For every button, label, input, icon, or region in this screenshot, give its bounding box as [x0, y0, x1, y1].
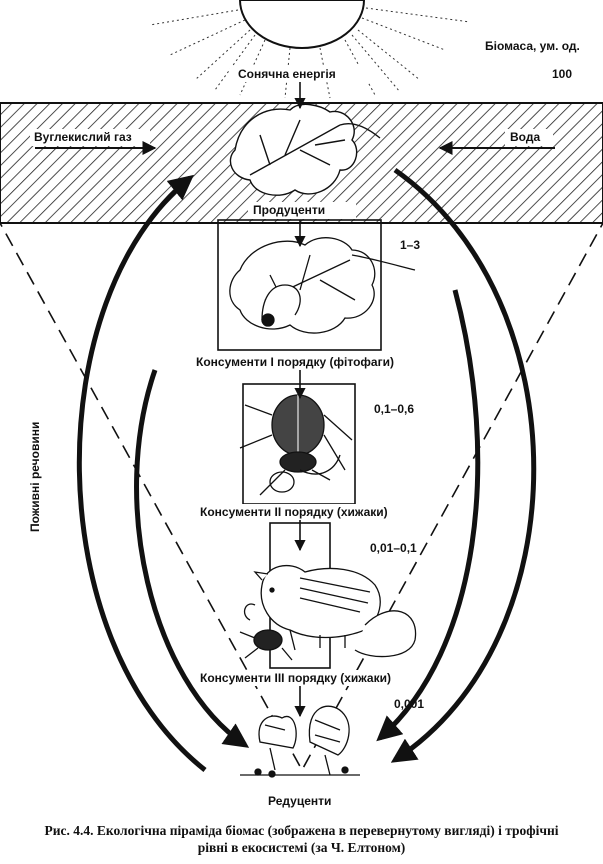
co2-label: Вуглекислий газ: [34, 130, 132, 144]
biomass-value-consumers-1: 1–3: [400, 238, 421, 252]
biomass-value-reducers: 0,001: [394, 697, 425, 711]
mushroom-icon: [240, 705, 360, 778]
biomass-value-consumers-2: 0,1–0,6: [374, 402, 415, 416]
consumers-3-label: Консументи ІІІ порядку (хижаки): [200, 671, 391, 685]
chipmunk-icon: [239, 564, 417, 661]
beetle-icon: [239, 394, 353, 496]
figure-caption: Рис. 4.4. Екологічна піраміда біомас (зо…: [0, 822, 603, 856]
caption-line-2: рівні в екосистемі (за Ч. Елтоном): [197, 840, 406, 855]
leaf-icon: [229, 103, 381, 196]
biomass-value-consumers-3: 0,01–0,1: [370, 541, 417, 555]
nutrients-label: Поживні речовини: [28, 421, 42, 532]
sun-icon: [149, 0, 471, 99]
consumers-1-label: Консументи І порядку (фітофаги): [196, 355, 394, 369]
producers-label: Продуценти: [253, 203, 326, 217]
solar-energy-label: Сонячна енергія: [238, 67, 336, 81]
reducers-label: Редуценти: [268, 794, 332, 808]
biomass-header: Біомаса, ум. од.: [485, 39, 580, 53]
caterpillar-on-leaf-icon: [229, 237, 416, 334]
water-label: Вода: [510, 130, 541, 144]
consumers-2-label: Консументи ІІ порядку (хижаки): [200, 505, 388, 519]
biomass-value-producers: 100: [552, 67, 573, 81]
caption-line-1: Рис. 4.4. Екологічна піраміда біомас (зо…: [44, 823, 559, 838]
nutrient-cycle-arrows: [76, 167, 537, 772]
inverted-pyramid-outline: [0, 222, 603, 772]
